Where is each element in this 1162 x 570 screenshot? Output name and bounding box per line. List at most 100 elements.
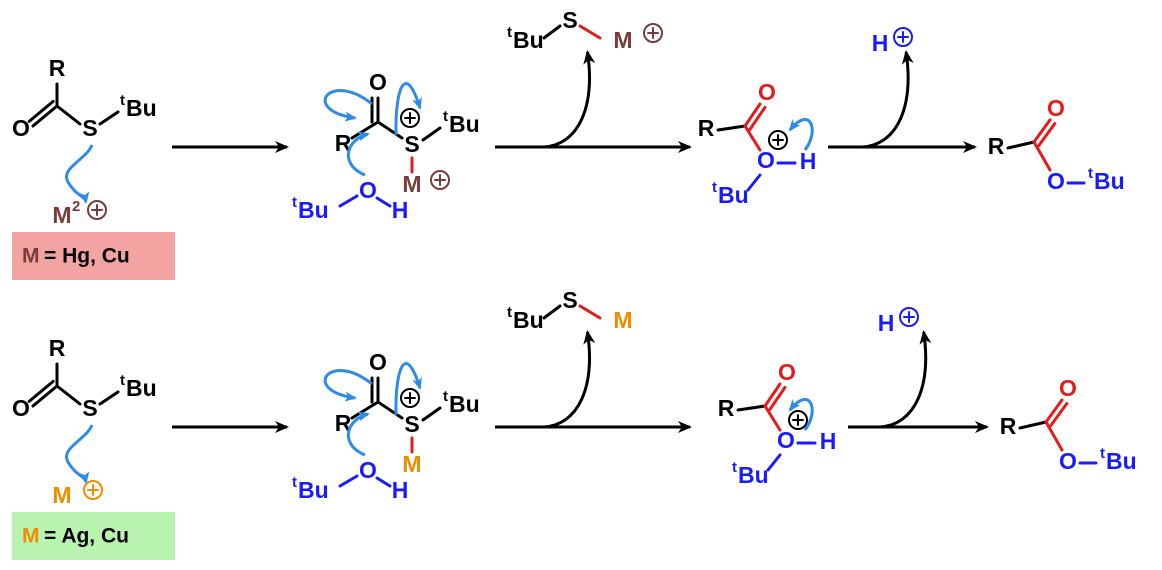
bond <box>375 476 392 488</box>
reaction-arrow-3 <box>828 50 977 153</box>
butyl-label: Bu <box>126 95 157 121</box>
elimination-arrow <box>879 330 932 429</box>
ester-oxygen-label: O <box>1047 168 1065 194</box>
bond <box>746 173 762 192</box>
metal-box-text: = Hg, Cu <box>44 245 130 268</box>
nucleophile-attack-arrow <box>346 131 370 177</box>
r-group-label: R <box>718 395 735 421</box>
charge-circle <box>430 170 450 190</box>
oxygen-label: O <box>12 395 30 421</box>
butyl-label: Bu <box>449 111 480 137</box>
bond <box>716 124 747 132</box>
carbonyl-oxygen-label: O <box>1047 95 1065 121</box>
alcohol-hydrogen-label: H <box>392 477 409 503</box>
bond <box>375 196 392 208</box>
r-group-label: R <box>698 115 715 141</box>
bond <box>421 126 442 142</box>
metal-definition-box: M= Ag, Cu <box>12 512 175 560</box>
charge-circle <box>400 108 420 128</box>
sulfur-label: S <box>82 115 97 141</box>
sulfur-to-metal-arrow <box>65 144 94 204</box>
sulfur-label: S <box>562 287 577 313</box>
r-group-label: R <box>1000 413 1017 439</box>
acidic-hydrogen-label: H <box>800 148 817 174</box>
oxonium-charge-icon <box>768 130 788 150</box>
metal-box-text: = Ag, Cu <box>44 525 129 548</box>
metal-label: M <box>613 307 632 333</box>
charge-circle <box>87 200 107 220</box>
carbonyl-double-bond <box>31 104 59 128</box>
charge-circle <box>400 388 420 408</box>
bond <box>736 404 767 412</box>
sulfur-leaving-arrow <box>394 82 422 136</box>
bond <box>98 390 120 406</box>
carbonyl-oxygen-label: O <box>369 349 387 375</box>
butyl-label: Bu <box>1094 168 1125 194</box>
elimination-arrow <box>861 50 914 149</box>
tert-superscript: t <box>120 372 125 389</box>
metal-box-letter: M <box>22 525 40 548</box>
released-proton: H <box>878 307 919 336</box>
tert-superscript: t <box>1100 445 1105 462</box>
carbonyl-double-bond <box>743 102 762 128</box>
bond <box>350 400 380 420</box>
tert-superscript: t <box>507 304 512 321</box>
alcohol-oxygen-label: O <box>359 177 377 203</box>
metal-label: M <box>52 202 71 228</box>
sulfur-metal-bond <box>578 304 602 320</box>
ester-oxygen-label: O <box>757 147 775 173</box>
carbonyl-double-bond <box>748 105 767 131</box>
r-group-label: R <box>335 410 352 436</box>
bond <box>542 304 562 320</box>
r-group-label: R <box>49 55 66 81</box>
bond <box>98 110 120 126</box>
metal-charge-number: 2 <box>72 198 80 215</box>
tert-superscript: t <box>120 92 125 109</box>
carbonyl-oxygen-label: O <box>1059 375 1077 401</box>
proton-charge-icon <box>893 27 913 47</box>
butyl-label: Bu <box>449 391 480 417</box>
charge-circle <box>83 480 103 500</box>
ester-oxygen-label: O <box>1059 448 1077 474</box>
bond <box>1044 420 1064 452</box>
sulfur-leaving-arrow <box>394 362 422 416</box>
tert-superscript: t <box>1088 165 1093 182</box>
sulfur-label: S <box>82 395 97 421</box>
butyl-label: Bu <box>513 27 544 53</box>
metal-label: M <box>52 482 71 508</box>
metal-label: M <box>613 27 632 53</box>
carbonyl-oxygen-label: O <box>758 79 776 105</box>
tert-superscript: t <box>507 24 512 41</box>
reaction-arrow-2 <box>495 50 692 153</box>
sulfonium-charge-icon <box>400 108 420 128</box>
metal-definition-box: M= Hg, Cu <box>12 232 175 280</box>
carbonyl-double-bond <box>27 99 55 123</box>
reaction-arrow-2 <box>495 330 692 433</box>
carbonyl-double-bond <box>1037 122 1057 148</box>
released-proton: H <box>872 27 913 56</box>
r-group-label: R <box>988 133 1005 159</box>
metal-ion: M <box>52 480 103 508</box>
butyl-label: Bu <box>738 462 769 488</box>
bond <box>542 24 562 40</box>
butyl-label: Bu <box>126 375 157 401</box>
bond <box>743 124 762 152</box>
metal-charge-icon <box>430 170 450 190</box>
proton-label: H <box>872 30 889 56</box>
deprotonation-arrow <box>788 398 814 431</box>
deprotonation-arrow <box>788 118 814 151</box>
carbonyl-oxygen-label: O <box>369 69 387 95</box>
bond <box>766 453 782 472</box>
tert-superscript: t <box>443 388 448 405</box>
bond <box>376 400 404 420</box>
